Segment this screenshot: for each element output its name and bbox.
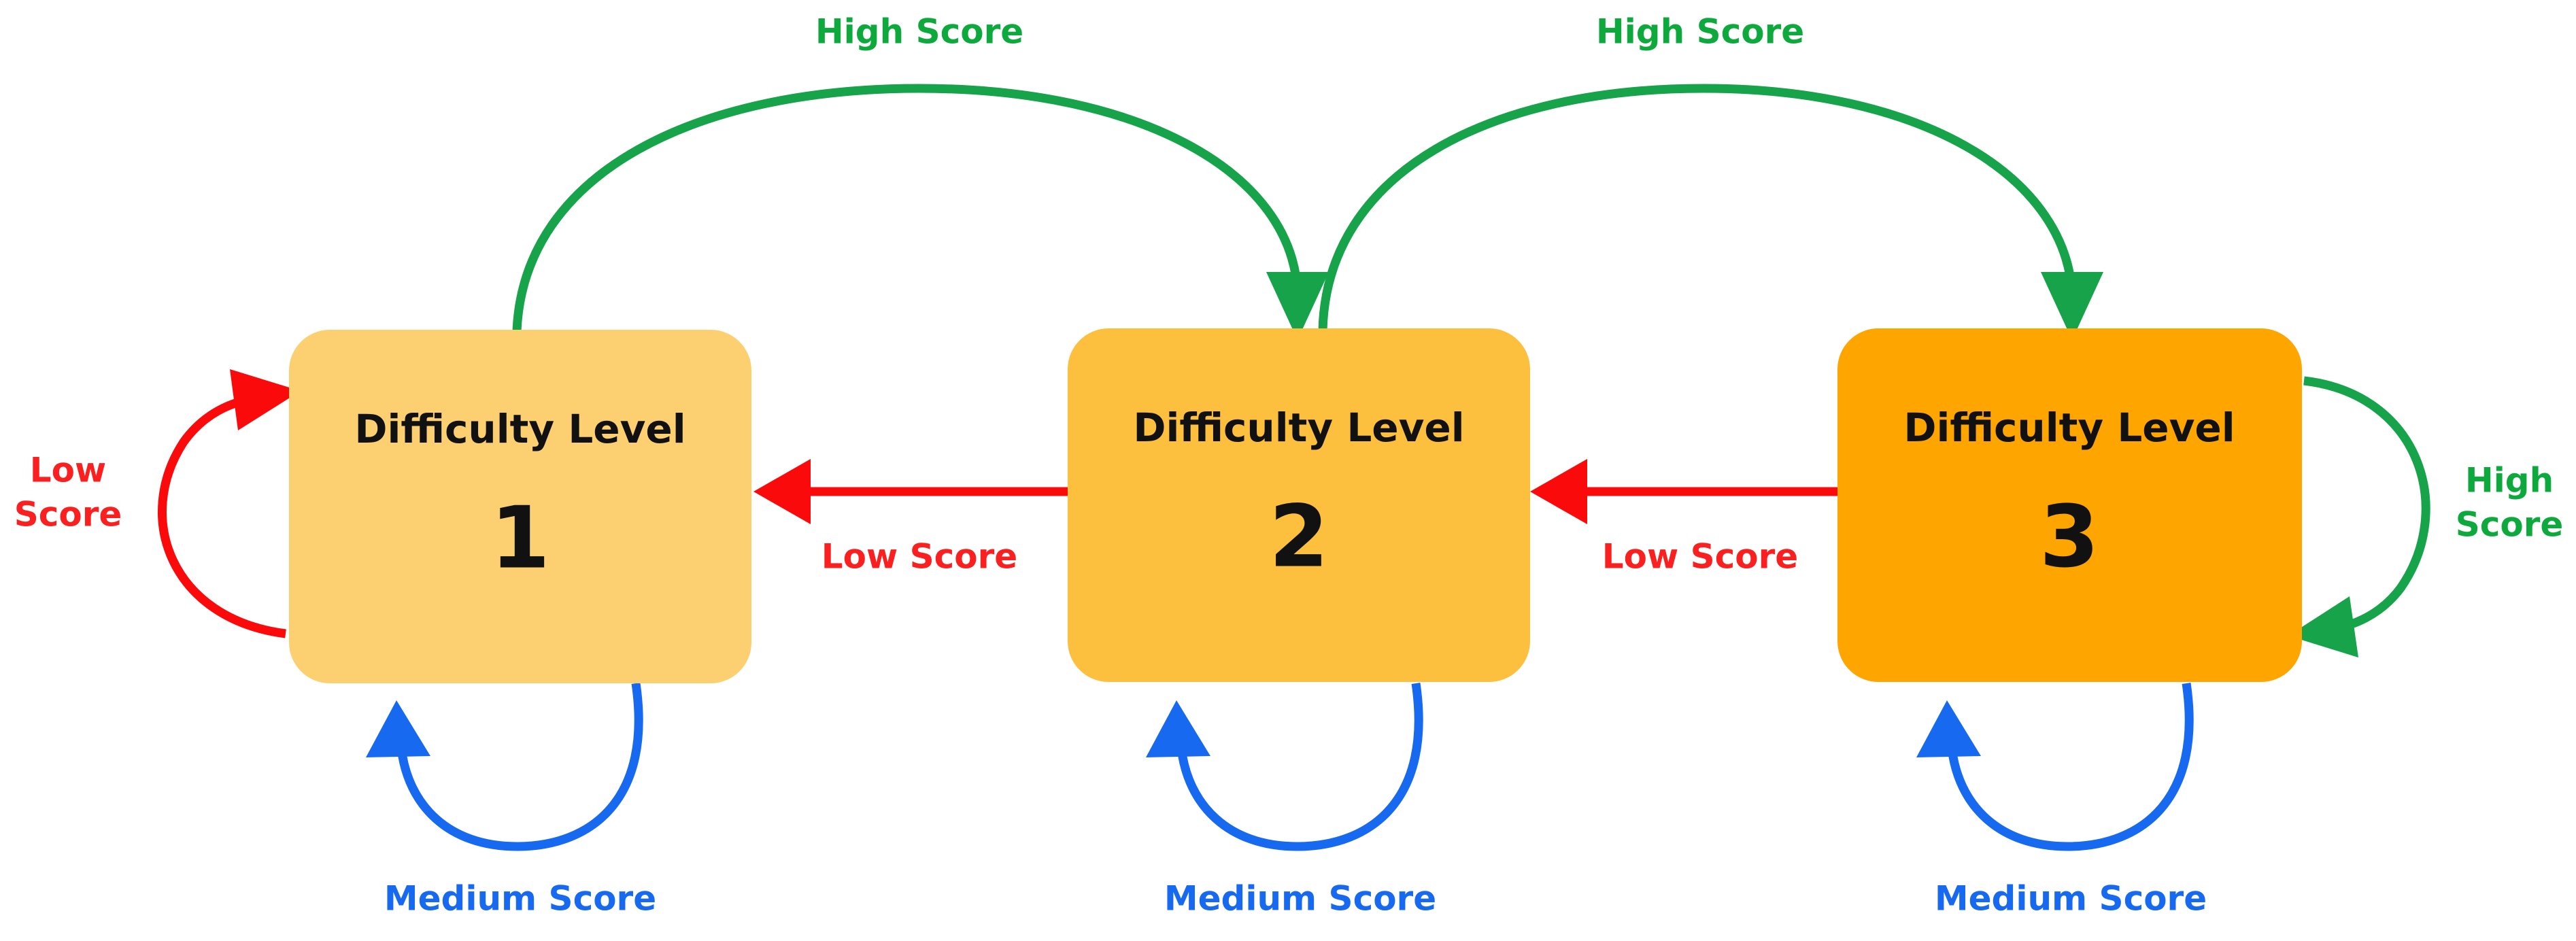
- edge-high-score-1-to-2-arrowhead: [1266, 272, 1329, 340]
- edge-high-score-3-self-arrowhead: [2288, 596, 2358, 657]
- edge-high-score-3-self-path: [2303, 376, 2430, 634]
- edge-low-score-3-to-2-arrowhead: [1530, 459, 1587, 524]
- node-level-3[interactable]: Difficulty Level 3: [1837, 328, 2302, 682]
- edge-low-score-2-to-1-arrowhead: [753, 459, 811, 524]
- edge-low-score-2-to-1[interactable]: Low Score: [753, 459, 1068, 577]
- edge-high-score-2-to-3-path: [1318, 84, 2077, 332]
- node-level-3-box: [1837, 328, 2302, 682]
- edge-high-score-3-self-label-line1: High: [2465, 461, 2554, 500]
- edge-low-score-1-self-label-line2: Score: [14, 495, 122, 534]
- edge-low-score-1-self-arrowhead: [230, 369, 301, 430]
- edge-low-score-2-to-1-label: Low Score: [821, 537, 1017, 577]
- edge-low-score-1-self[interactable]: Low Score: [14, 369, 301, 638]
- edge-medium-score-2-self[interactable]: Medium Score: [1146, 683, 1436, 919]
- node-level-1[interactable]: Difficulty Level 1: [289, 330, 751, 683]
- edge-medium-score-3-self[interactable]: Medium Score: [1916, 683, 2207, 919]
- edge-high-score-1-to-2-label: High Score: [815, 12, 1023, 52]
- edge-high-score-2-to-3-label: High Score: [1596, 12, 1804, 52]
- edge-medium-score-1-self-label: Medium Score: [384, 879, 656, 919]
- node-level-1-number: 1: [490, 488, 550, 588]
- edge-medium-score-3-self-label: Medium Score: [1935, 879, 2207, 919]
- edge-low-score-1-self-label-line1: Low: [30, 451, 106, 490]
- edge-low-score-3-to-2-label: Low Score: [1602, 537, 1798, 577]
- edge-medium-score-1-self[interactable]: Medium Score: [366, 683, 656, 919]
- node-level-1-box: [289, 330, 751, 683]
- edge-medium-score-1-self-arrowhead: [366, 700, 430, 757]
- edge-high-score-3-self[interactable]: High Score: [2288, 376, 2564, 657]
- edge-medium-score-1-self-path: [396, 683, 643, 851]
- edge-high-score-2-to-3[interactable]: High Score: [1318, 12, 2103, 341]
- edge-high-score-1-to-2[interactable]: High Score: [512, 12, 1329, 341]
- edge-medium-score-3-self-path: [1947, 683, 2194, 851]
- edge-low-score-3-to-2[interactable]: Low Score: [1530, 459, 1837, 577]
- node-level-2-title: Difficulty Level: [1133, 405, 1464, 451]
- node-level-3-title: Difficulty Level: [1903, 405, 2235, 451]
- edge-high-score-3-self-label-line2: Score: [2456, 505, 2564, 545]
- edge-medium-score-2-self-arrowhead: [1146, 700, 1210, 757]
- edge-medium-score-3-self-arrowhead: [1916, 700, 1981, 757]
- edge-medium-score-2-self-label: Medium Score: [1164, 879, 1436, 919]
- node-level-2-number: 2: [1269, 487, 1329, 587]
- edge-medium-score-2-self-path: [1176, 683, 1423, 851]
- node-level-2[interactable]: Difficulty Level 2: [1068, 328, 1530, 682]
- edge-low-score-1-self-path: [158, 394, 286, 638]
- edge-high-score-2-to-3-arrowhead: [2041, 272, 2103, 340]
- edge-high-score-1-to-2-path: [512, 84, 1302, 332]
- node-level-1-title: Difficulty Level: [354, 406, 685, 452]
- node-level-3-number: 3: [2039, 487, 2099, 587]
- node-level-2-box: [1068, 328, 1530, 682]
